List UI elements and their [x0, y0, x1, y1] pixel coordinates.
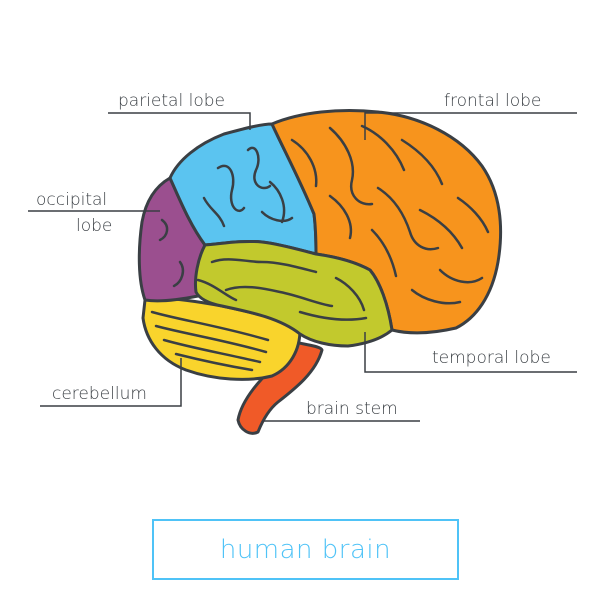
parietal-folds [202, 146, 294, 228]
leader-lines [28, 112, 577, 422]
brain-stem-label: brain stem [306, 399, 398, 419]
cerebellum-leader [40, 358, 182, 407]
caption-box: human brain [152, 519, 459, 580]
occipital-lobe-label-line2: lobe [76, 216, 113, 236]
parietal-leader [108, 112, 251, 130]
frontal-lobe-region [270, 109, 503, 335]
temporal-folds [196, 258, 368, 321]
occipital-folds [158, 218, 185, 288]
occipital-lobe-label-line1: occipital [36, 190, 108, 210]
temporal-leader [364, 332, 577, 373]
cerebellum-folds [150, 310, 270, 372]
frontal-leader [364, 112, 577, 140]
temporal-lobe-label: temporal lobe [432, 348, 551, 368]
cerebellum-label: cerebellum [52, 384, 147, 404]
caption-text: human brain [219, 534, 392, 565]
frontal-folds [290, 124, 490, 305]
parietal-lobe-label: parietal lobe [118, 91, 225, 111]
frontal-lobe-label: frontal lobe [444, 91, 542, 111]
